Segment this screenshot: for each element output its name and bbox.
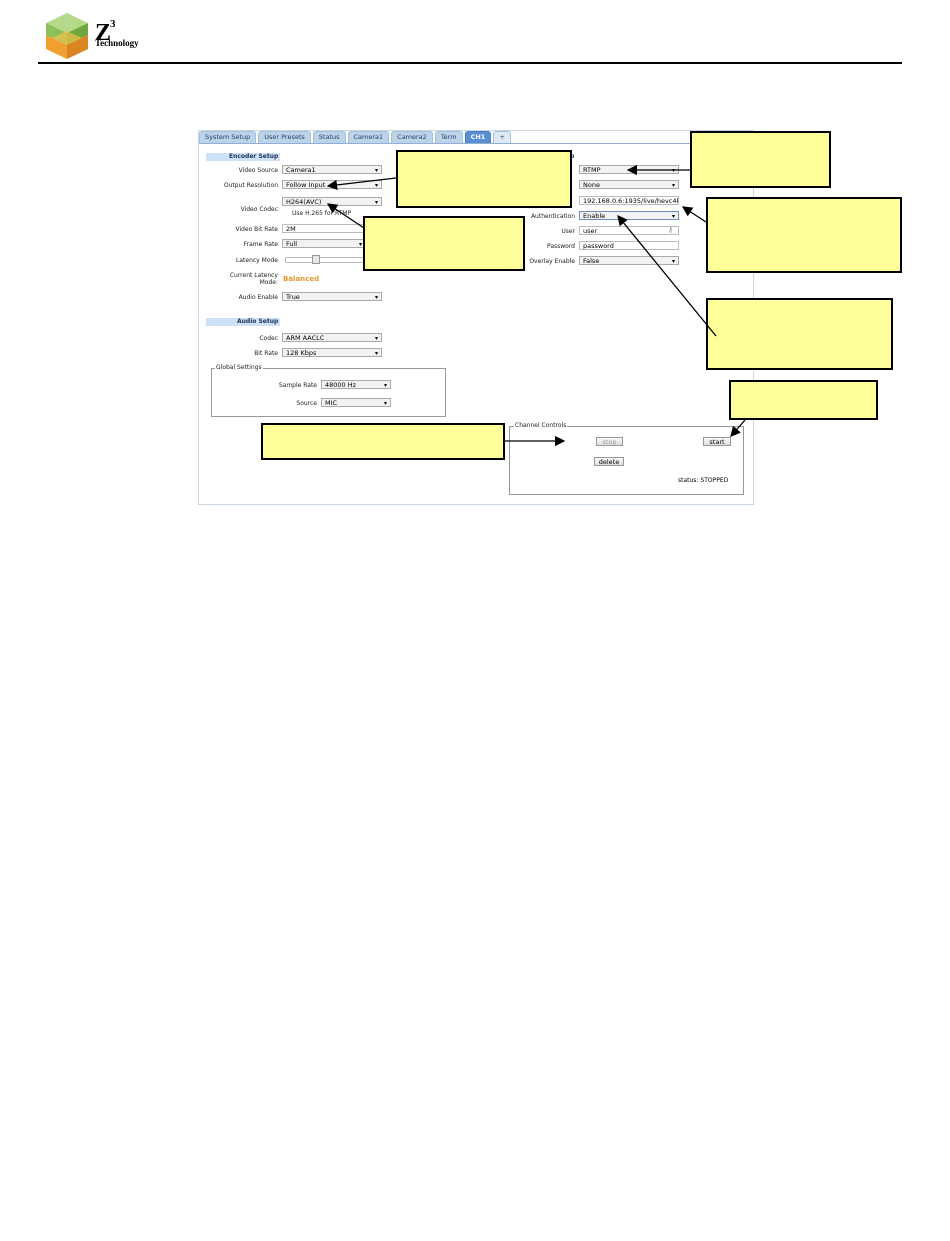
output-resolution-label: Output Resolution	[223, 182, 278, 189]
frame-rate-select[interactable]: Full	[282, 239, 366, 249]
global-settings-group	[211, 368, 446, 417]
status-label: status:	[678, 477, 699, 484]
tab-ch1[interactable]: CH1	[464, 131, 492, 143]
source-select[interactable]: MIC	[321, 398, 391, 408]
tab-status[interactable]: Status	[312, 131, 346, 143]
video-bitrate-label: Video Bit Rate	[235, 226, 278, 233]
audio-bitrate-select[interactable]: 128 Kbps	[282, 348, 382, 358]
logo-wordmark: Z3	[95, 18, 115, 47]
tab-bar: System Setup User Presets Status Camera1…	[199, 131, 511, 143]
authentication-label: Authentication	[530, 213, 575, 220]
tab-system-setup[interactable]: System Setup	[199, 131, 257, 143]
stream-setup-header: p	[570, 153, 575, 160]
password-label: Password	[546, 243, 575, 250]
callout-protocol	[690, 131, 831, 188]
video-source-label: Video Source	[238, 167, 278, 174]
tab-camera1[interactable]: Camera1	[347, 131, 390, 143]
callout-video-codec	[363, 216, 525, 271]
audio-bitrate-label: Bit Rate	[254, 350, 278, 357]
stream-protocol-select[interactable]: RTMP	[579, 165, 679, 175]
delete-button[interactable]: delete	[594, 457, 624, 466]
stream-option-select[interactable]: None	[579, 180, 679, 190]
callout-authentication	[706, 298, 893, 370]
authentication-select[interactable]: Enable	[579, 211, 679, 221]
audio-setup-header: Audio Setup	[206, 318, 280, 326]
video-codec-select[interactable]: H264(AVC)	[282, 197, 382, 207]
sample-rate-select[interactable]: 48000 Hz	[321, 380, 391, 390]
source-label: Source	[296, 400, 317, 407]
logo-letter: Z	[95, 20, 111, 46]
channel-controls-group	[509, 426, 744, 495]
logo-superscript: 3	[110, 18, 115, 30]
audio-codec-select[interactable]: ARM AACLC	[282, 333, 382, 343]
tab-underline	[199, 143, 752, 144]
current-latency-label: Current Latency	[229, 272, 278, 279]
key-icon: ⚷	[668, 226, 674, 234]
stop-button[interactable]: stop	[596, 437, 623, 446]
user-input[interactable]: user	[579, 226, 679, 235]
status-value: STOPPED	[700, 477, 729, 484]
latency-mode-slider-handle[interactable]	[312, 255, 320, 264]
tab-user-presets[interactable]: User Presets	[258, 131, 311, 143]
video-source-select[interactable]: Camera1	[282, 165, 382, 175]
channel-status: status: STOPPED	[678, 477, 728, 484]
audio-enable-select[interactable]: True	[282, 292, 382, 302]
password-input[interactable]: password	[579, 241, 679, 250]
latency-mode-slider-track[interactable]	[285, 257, 365, 263]
h265-note: Use H.265 for RTMP	[292, 210, 352, 217]
callout-output-resolution	[396, 150, 572, 208]
latency-mode-label: Latency Mode	[236, 257, 278, 264]
overlay-enable-select[interactable]: False	[579, 256, 679, 266]
channel-controls-legend: Channel Controls	[514, 422, 568, 429]
tab-camera2[interactable]: Camera2	[391, 131, 433, 143]
audio-codec-label: Codec	[259, 335, 278, 342]
sample-rate-label: Sample Rate	[278, 382, 317, 389]
video-bitrate-input[interactable]: 2M	[282, 224, 366, 233]
logo-subtitle: Technology	[95, 38, 139, 48]
global-settings-legend: Global Settings	[215, 364, 263, 371]
callout-url	[706, 197, 902, 273]
current-latency-label-mode: Mode:	[259, 279, 278, 286]
z3-cube-logo-icon	[46, 13, 88, 59]
overlay-enable-label: Overlay Enable	[529, 258, 575, 265]
user-label: User	[561, 228, 575, 235]
tab-term[interactable]: Term	[434, 131, 463, 143]
callout-stop	[261, 423, 505, 460]
tab-add[interactable]: +	[493, 131, 511, 143]
frame-rate-label: Frame Rate	[243, 241, 278, 248]
current-latency-value: Balanced	[283, 275, 320, 283]
audio-enable-label: Audio Enable	[238, 294, 278, 301]
output-resolution-select[interactable]: Follow Input	[282, 180, 382, 190]
header-divider	[38, 62, 902, 64]
start-button[interactable]: start	[703, 437, 731, 446]
video-codec-label: Video Codec	[240, 206, 278, 213]
callout-start	[729, 380, 878, 420]
stream-url-input[interactable]: 192.168.0.6:1935/live/hevc4k	[579, 196, 679, 205]
encoder-setup-header: Encoder Setup	[206, 153, 280, 161]
